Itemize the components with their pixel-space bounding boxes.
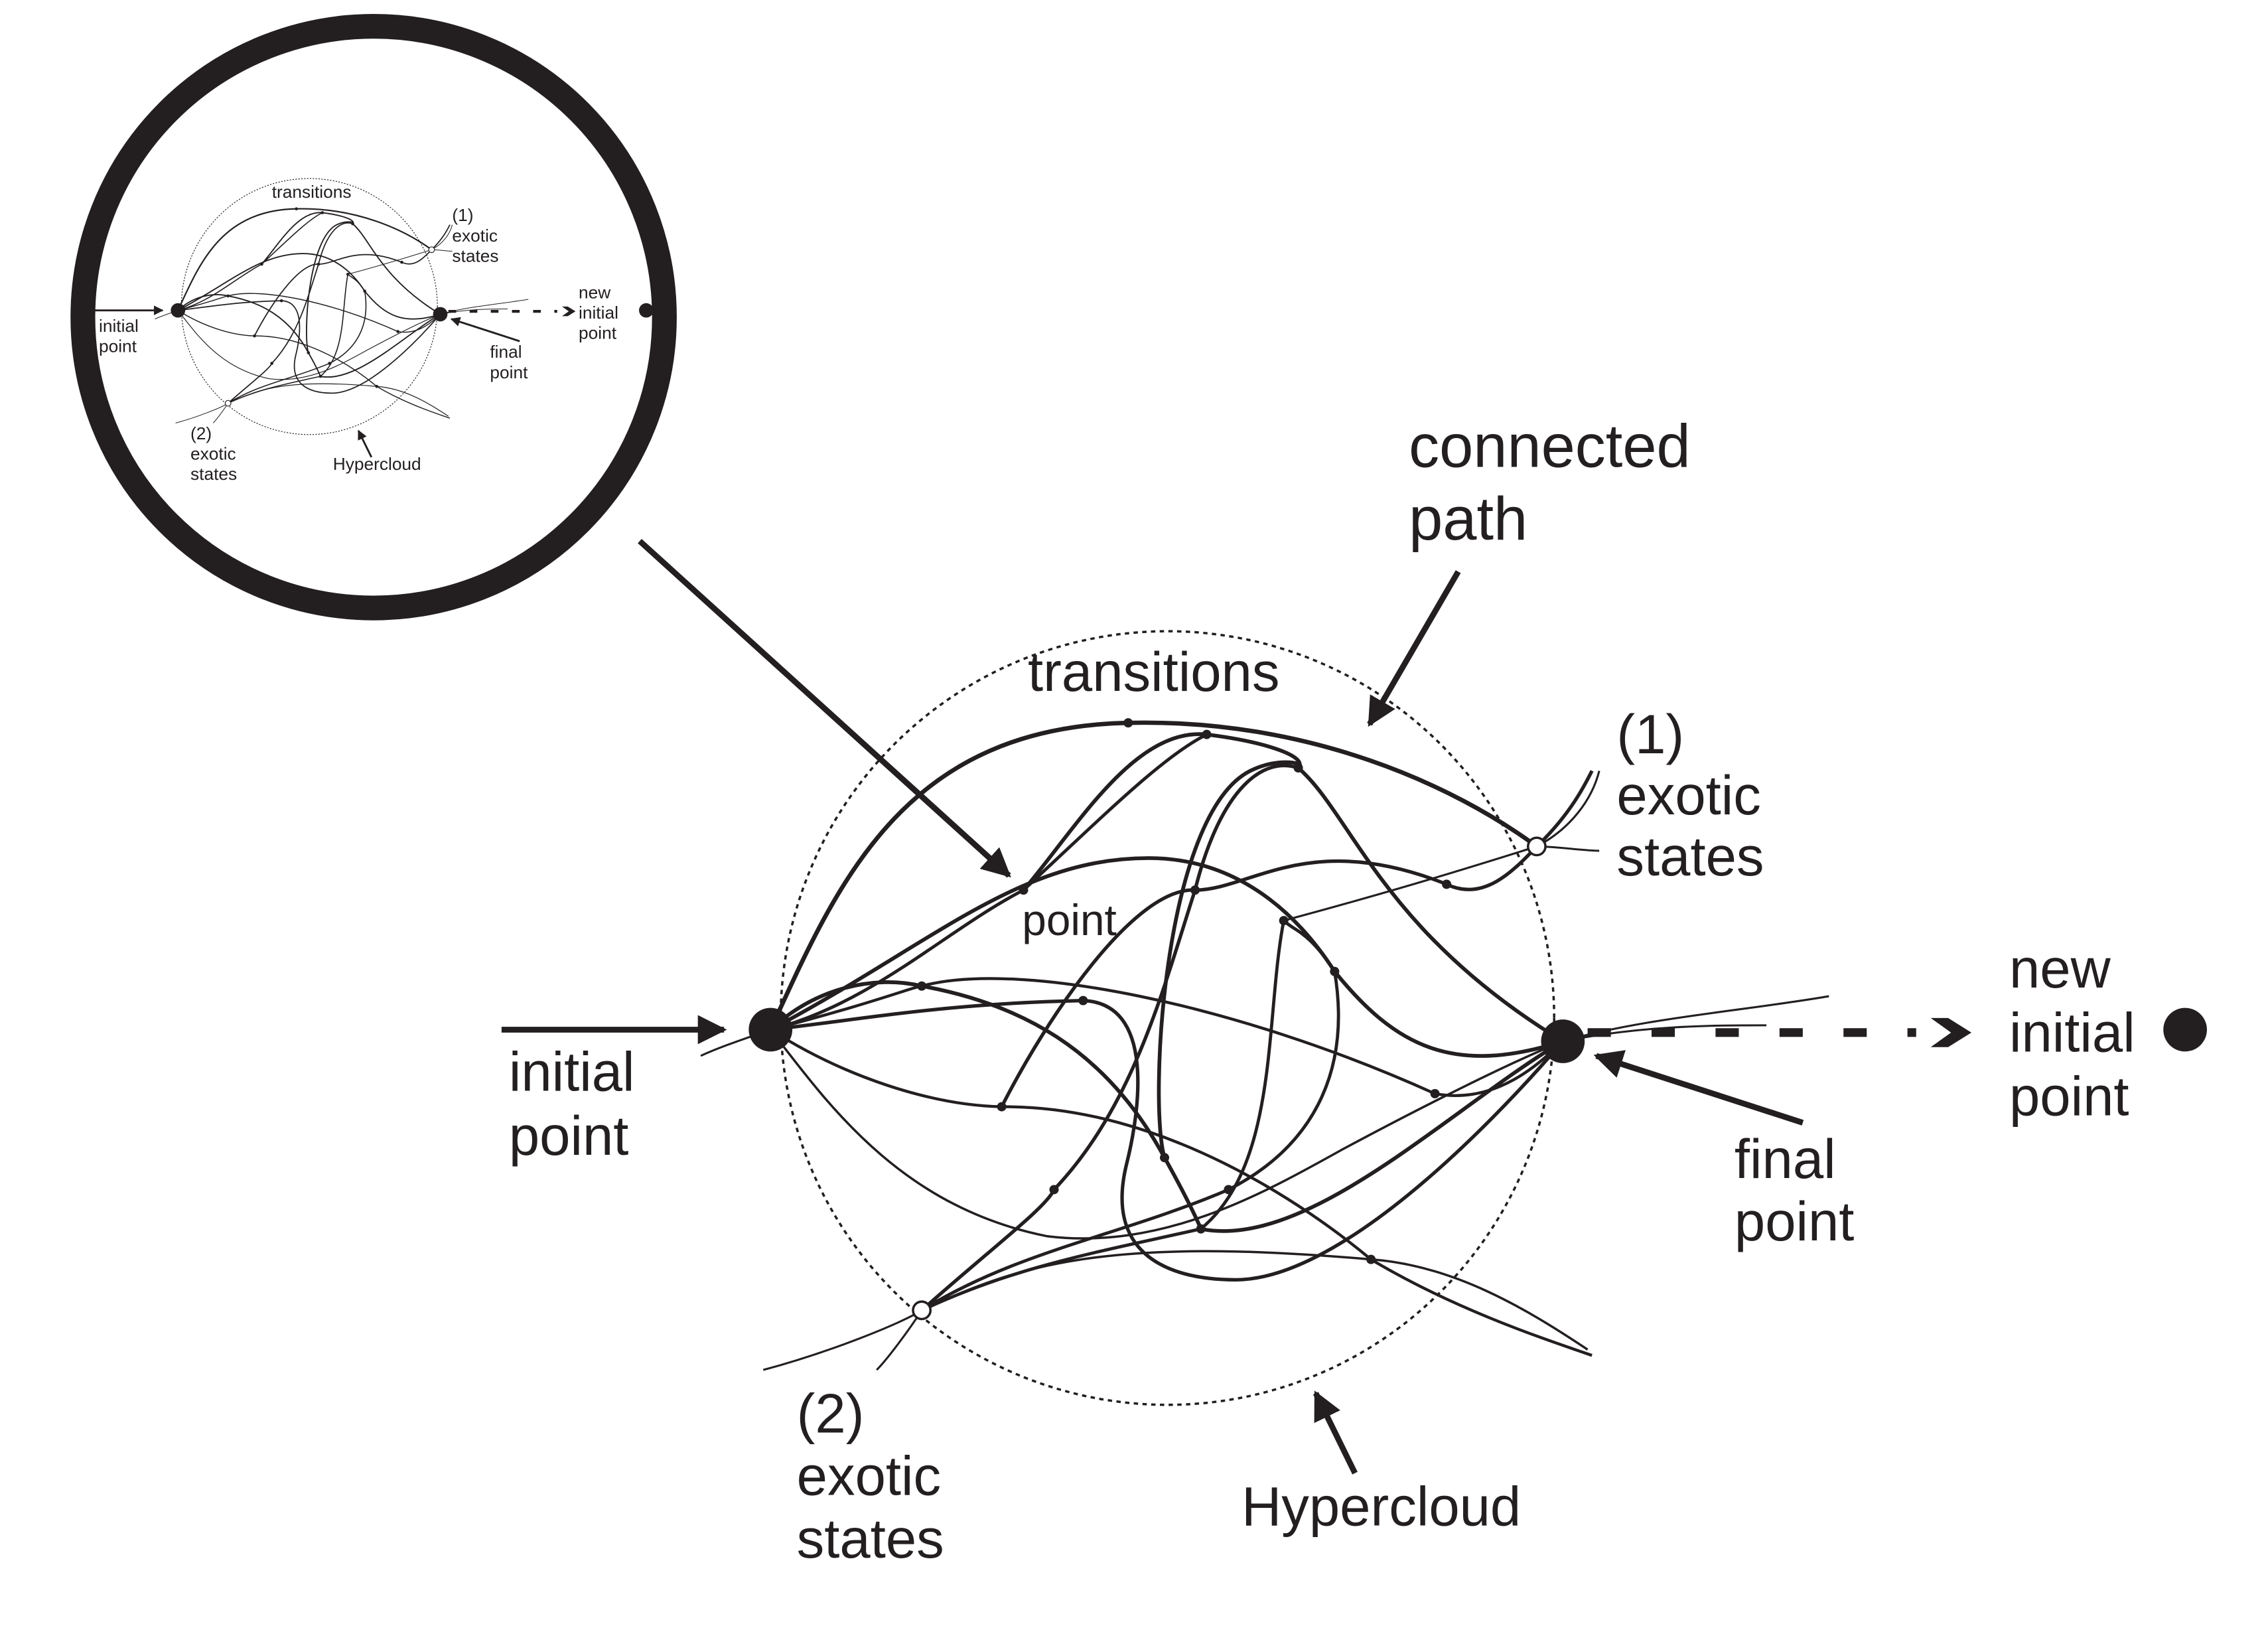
inset-hypercloud-label: Hypercloud (333, 454, 421, 474)
inset-magnifier: transitions (1) exotic states (2) exotic… (70, 14, 677, 621)
exotic-states-2-label: (2) exotic states (797, 1382, 957, 1569)
inset-final-point-label: final point (490, 342, 528, 382)
transitions-label: transitions (1028, 641, 1279, 703)
new-initial-point-label: new initial point (2009, 938, 2151, 1128)
inset-transitions-label: transitions (272, 182, 352, 202)
connected-path-arrow (1367, 570, 1461, 727)
inset-initial-point-label: initial point (99, 316, 143, 356)
inset-exotic-states-1-label: (1) exotic states (452, 205, 502, 265)
zoom-arrow (638, 539, 1011, 878)
magnifier-ring (70, 14, 677, 621)
point-label: point (1022, 895, 1117, 944)
exotic-states-1-label: (1) exotic states (1616, 703, 1776, 887)
inset-new-initial-point-label: new initial point (579, 282, 623, 342)
main-diagram (502, 631, 2207, 1473)
connected-path-label: connected path (1409, 412, 1707, 554)
hypercloud-label: Hypercloud (1241, 1476, 1521, 1538)
final-point-label: final point (1735, 1128, 1855, 1252)
initial-point-label: initial point (509, 1041, 650, 1166)
inset-exotic-states-2-label: (2) exotic states (190, 423, 241, 484)
